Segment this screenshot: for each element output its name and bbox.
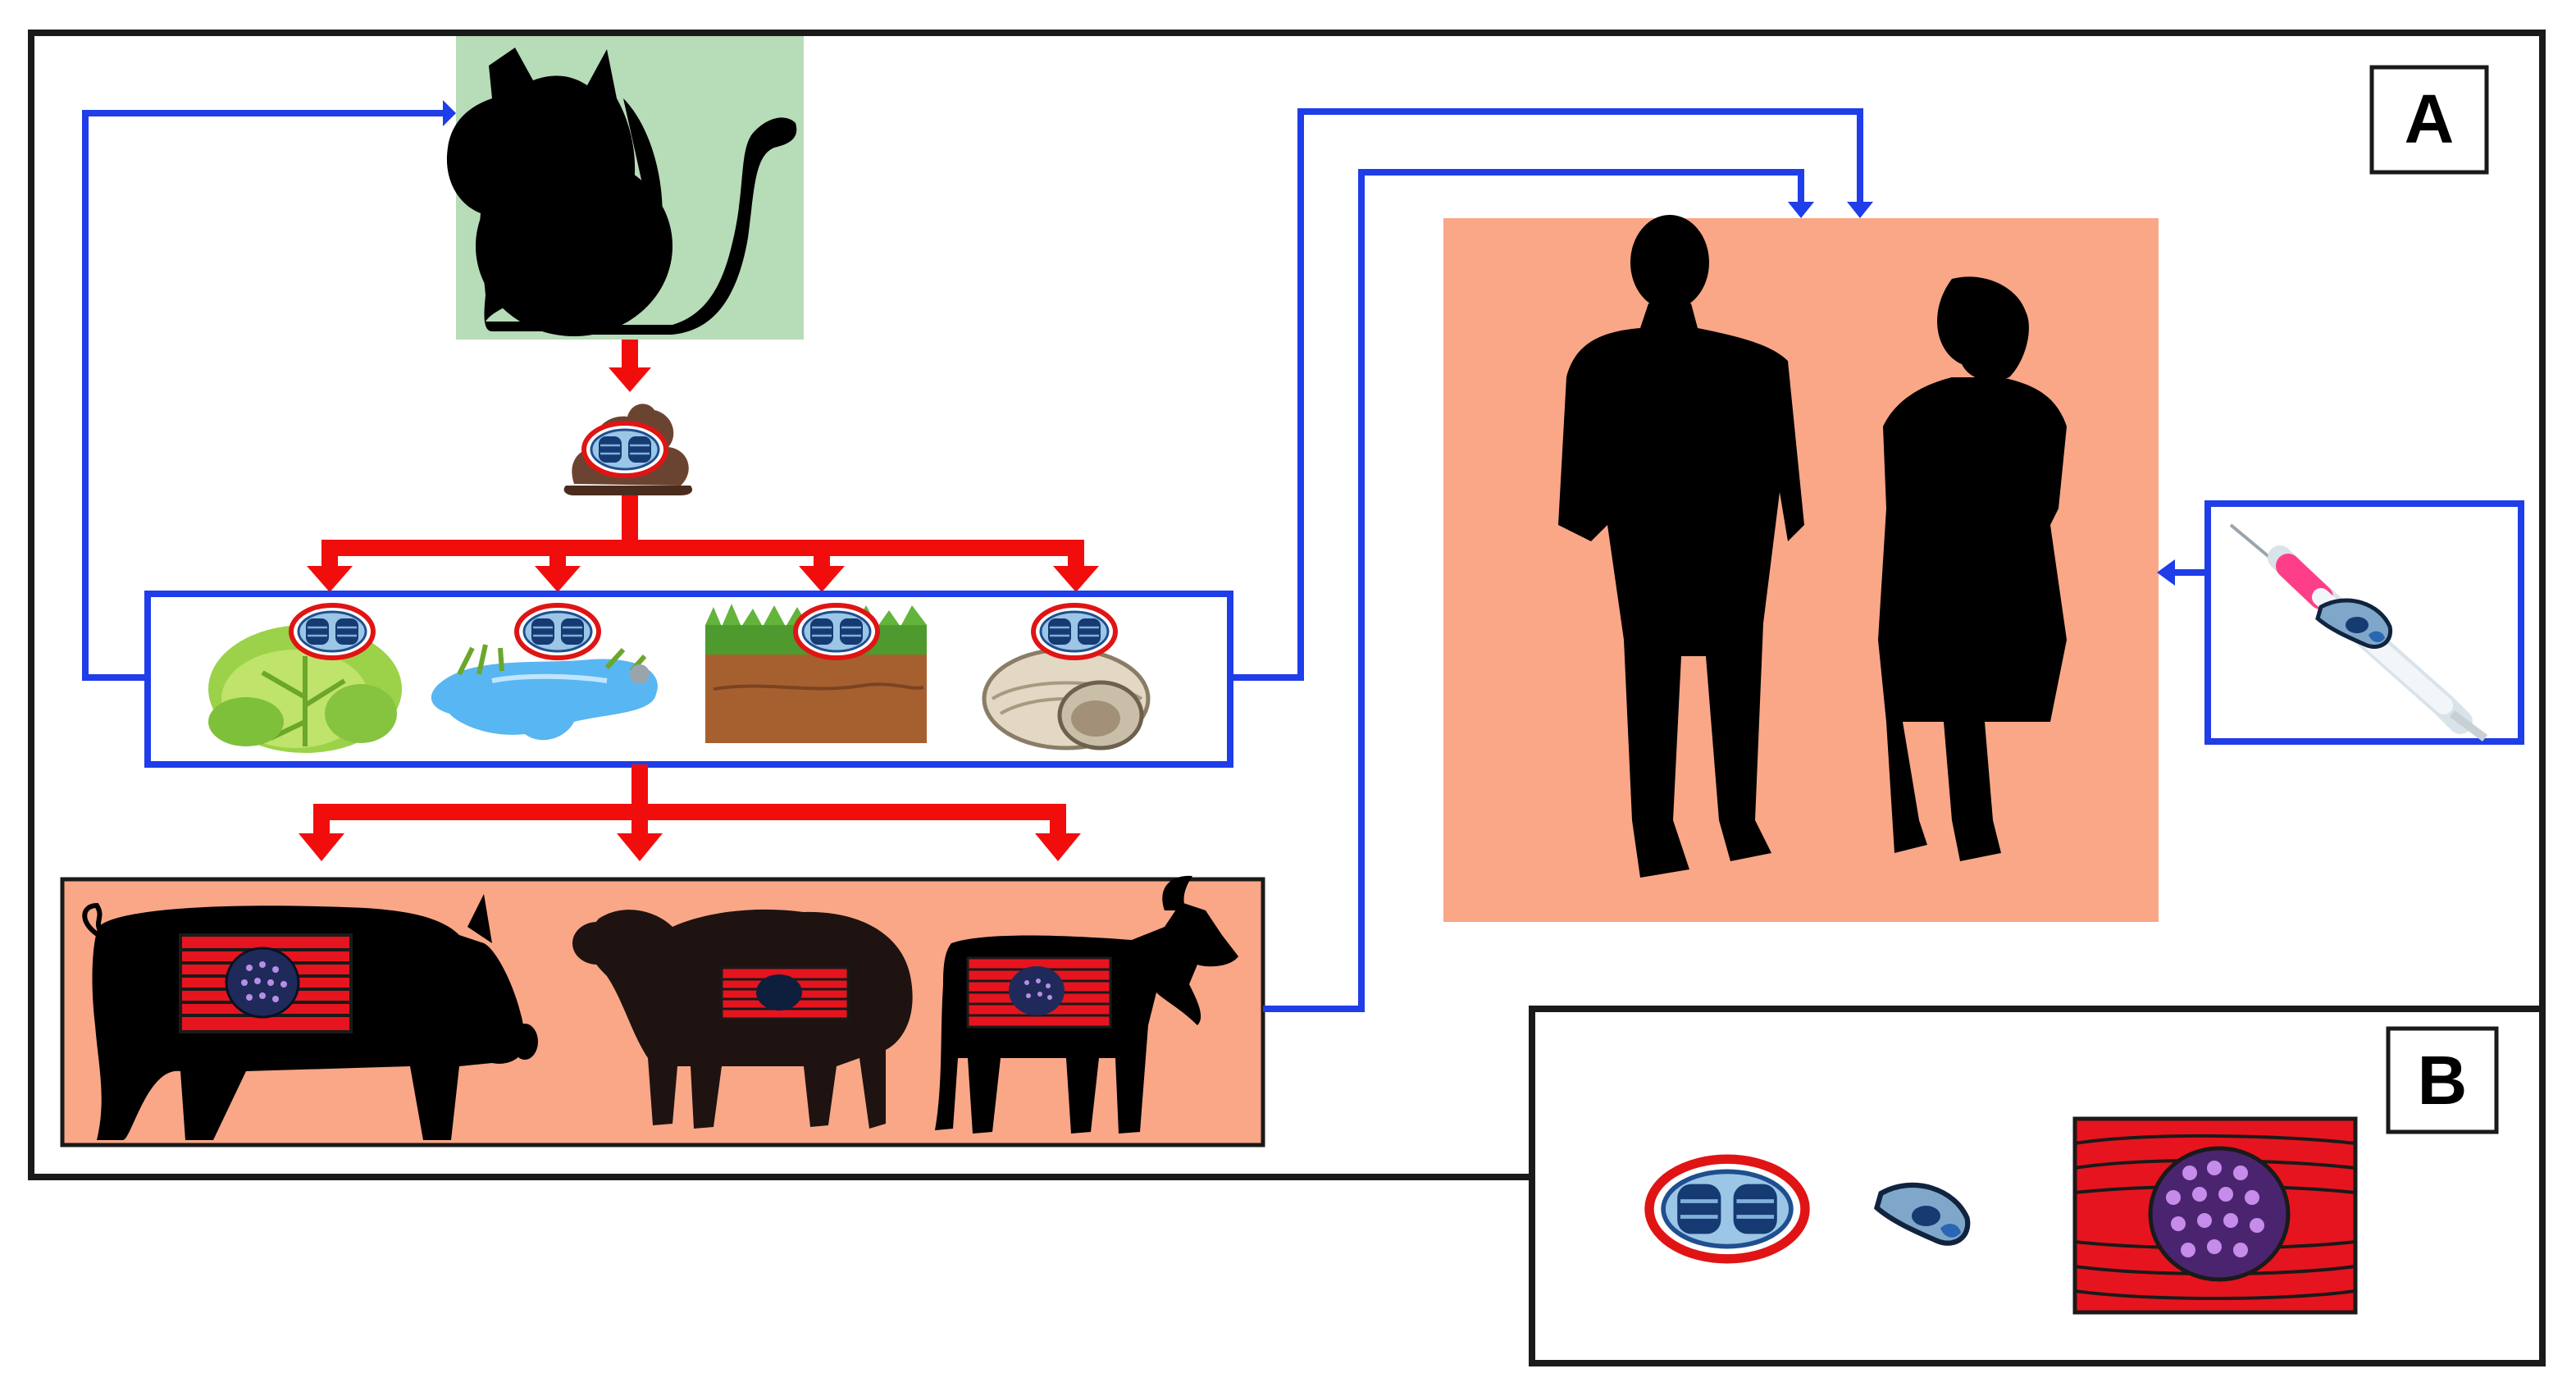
- panel-a-frame: [28, 30, 2546, 1180]
- humans-box: [1443, 215, 2159, 922]
- oocyst-icon: [1033, 605, 1115, 658]
- blue-arrowhead-livestock-to-humans: [1788, 202, 1814, 218]
- tissue-cyst-icon: [720, 966, 850, 1020]
- blue-arrow-sources-to-humans: [1230, 108, 1863, 681]
- blue-arrowhead-syringe-to-humans: [2157, 559, 2175, 586]
- oocyst-icon: [796, 605, 878, 658]
- oocyst-icon: [291, 605, 373, 658]
- feces-icon: [563, 404, 693, 495]
- panel-a-label: A: [2405, 80, 2455, 157]
- syringe-box: [2204, 500, 2524, 745]
- blue-arrowhead-sources-to-humans: [1847, 202, 1873, 218]
- tissue-cyst-icon: [966, 956, 1112, 1029]
- lettuce-icon: [208, 625, 402, 753]
- oocyst-icon: [584, 423, 666, 476]
- oocyst-icon: [517, 605, 599, 658]
- cat-box: [446, 36, 804, 340]
- red-arrows-feces-to-sources: [307, 495, 1099, 592]
- red-arrows-sources-to-livestock: [299, 764, 1081, 861]
- environment-sources-box: [144, 591, 1233, 768]
- blue-arrow-livestock-to-humans: [1263, 169, 1804, 1012]
- red-arrow-cat-to-feces: [609, 340, 651, 392]
- legend-tissue-cyst: [2072, 1116, 2358, 1315]
- legend-oocyst: [1649, 1159, 1805, 1259]
- panel-a-label-box: [2369, 65, 2489, 175]
- cat-icon: [446, 48, 797, 336]
- man-icon: [1558, 215, 1804, 878]
- blue-arrow-sources-to-cat: [82, 110, 443, 681]
- panel-b-label: B: [2418, 1042, 2468, 1119]
- shellfish-icon: [982, 647, 1151, 750]
- panel-b-label-box: [2386, 1026, 2499, 1134]
- tissue-cyst-icon: [179, 933, 353, 1033]
- blue-arrowhead-to-cat: [443, 100, 456, 126]
- woman-icon: [1878, 276, 2067, 861]
- water-puddle-icon: [431, 644, 658, 741]
- livestock-box: [60, 875, 1265, 1147]
